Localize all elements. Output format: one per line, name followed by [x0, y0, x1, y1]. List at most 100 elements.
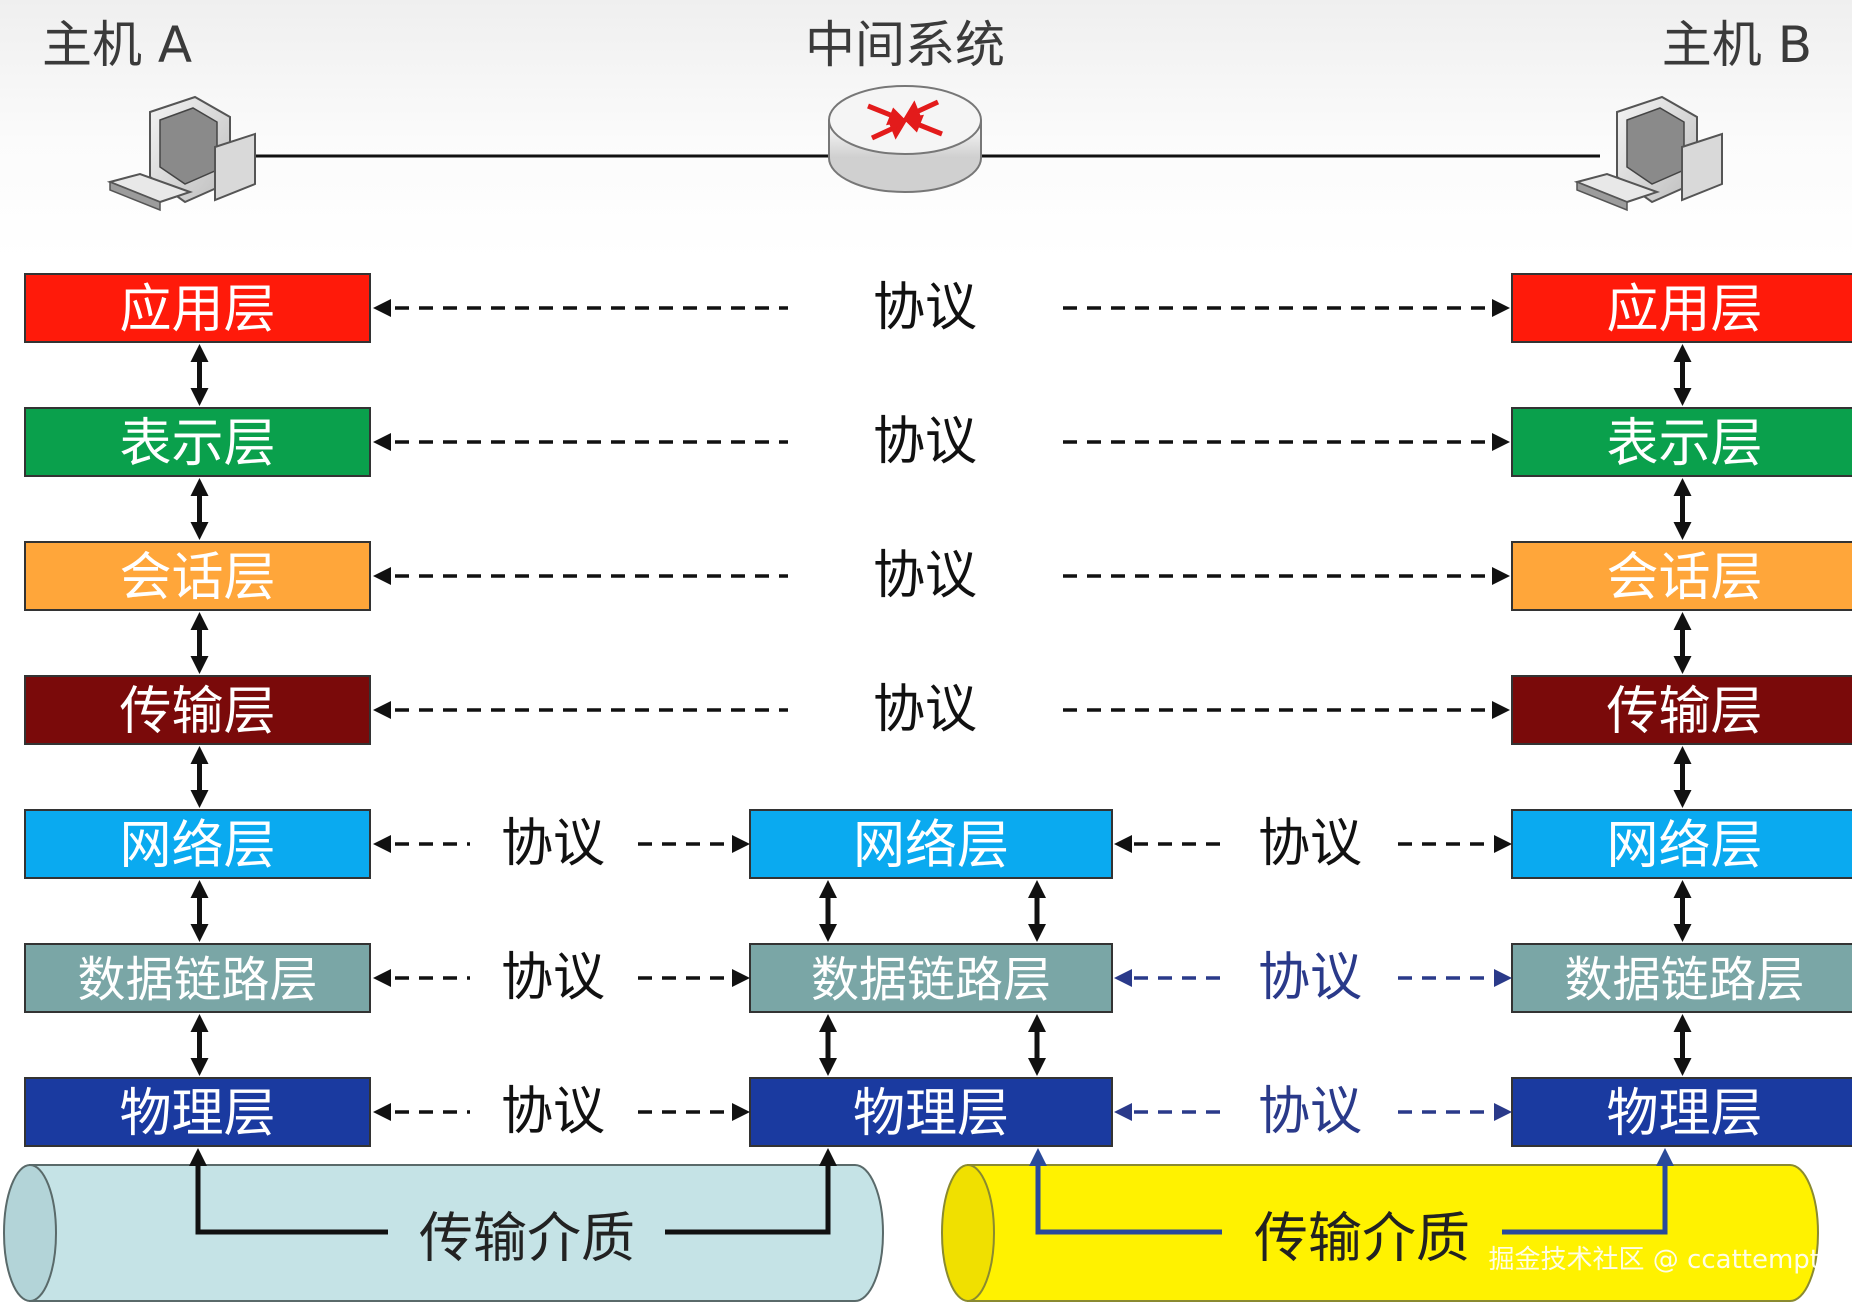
host-a-stack-arrow-0-head-down [190, 388, 209, 406]
medium-left-arrow-b [819, 1148, 837, 1166]
middle-layer-network-label: 网络层 [853, 816, 1009, 876]
host-b-stack-arrow-2-head-up [1673, 612, 1692, 630]
hop2-arrow-right-6 [1494, 1103, 1512, 1121]
host-a-stack-arrow-3-head-down [190, 790, 209, 808]
host-b-layer-session-label: 会话层 [1606, 548, 1762, 608]
protocol-arrow-left-1 [373, 433, 391, 451]
protocol-arrow-right-0 [1492, 299, 1510, 317]
host-a-stack-arrow-3-head-up [190, 746, 209, 764]
hop1-arrow-right-6 [732, 1103, 750, 1121]
host-a-layer-session [24, 541, 371, 611]
middle-layer-datalink-label: 数据链路层 [811, 952, 1051, 1008]
host-a-layer-transport [24, 675, 371, 745]
host-a-title: 主机 A [42, 16, 192, 74]
host-b-layer-physical [1511, 1077, 1852, 1147]
host-b-layer-datalink-label: 数据链路层 [1564, 952, 1804, 1008]
middle-layer-network [749, 809, 1113, 879]
hop1-arrow-left-4 [373, 835, 391, 853]
middle-stack-arrow-left-5-head-down [819, 1058, 837, 1076]
host-b-stack-arrow-0-head-up [1673, 344, 1692, 362]
medium-left-label: 传输介质 [419, 1207, 635, 1270]
host-a-layer-application-label: 应用层 [119, 280, 275, 340]
host-b-stack-arrow-5-head-down [1673, 1058, 1692, 1076]
host-b-stack-arrow-4-head-up [1673, 880, 1692, 898]
medium-left-wire-a [195, 1162, 388, 1235]
host-a-stack-arrow-5-head-up [190, 1014, 209, 1032]
hop1-label-6: 协议 [501, 1082, 605, 1142]
host-a-layer-network-label: 网络层 [119, 816, 275, 876]
router-icon [828, 85, 982, 193]
host-b-layer-datalink [1511, 943, 1852, 1013]
medium-left-end [3, 1164, 57, 1302]
hop2-arrow-left-5 [1114, 969, 1132, 987]
host-a-layer-transport-label: 传输层 [119, 682, 275, 742]
middle-stack-arrow-right-4-head-down [1028, 924, 1046, 942]
host-b-stack-arrow-5-head-up [1673, 1014, 1692, 1032]
hop1-arrow-right-5 [732, 969, 750, 987]
host-b-layer-application [1511, 273, 1852, 343]
host-b-layer-transport [1511, 675, 1852, 745]
medium-right-arrow-b [1656, 1148, 1674, 1166]
host-b-layer-presentation-label: 表示层 [1606, 414, 1762, 474]
medium-right-wire-b [1502, 1162, 1668, 1235]
host-a-layer-application [24, 273, 371, 343]
medium-right-wire-a [1035, 1162, 1222, 1235]
hop2-label-5: 协议 [1258, 948, 1362, 1008]
middle-stack-arrow-right-5-head-down [1028, 1058, 1046, 1076]
hop1-arrow-right-4 [732, 835, 750, 853]
host-b-layer-session [1511, 541, 1852, 611]
middle-stack-arrow-left-5-head-up [819, 1014, 837, 1032]
host-b-layer-physical-label: 物理层 [1606, 1084, 1762, 1144]
host-b-title: 主机 B [1662, 16, 1812, 74]
middle-stack-arrow-right-5-head-up [1028, 1014, 1046, 1032]
host-b-stack-arrow-4-head-down [1673, 924, 1692, 942]
protocol-arrow-right-3 [1492, 701, 1510, 719]
middle-system-title: 中间系统 [805, 16, 1005, 74]
protocol-arrow-right-2 [1492, 567, 1510, 585]
middle-stack-arrow-left-4-head-up [819, 880, 837, 898]
hop2-label-4: 协议 [1258, 814, 1362, 874]
protocol-arrow-right-1 [1492, 433, 1510, 451]
host-b-stack-arrow-1-head-down [1673, 522, 1692, 540]
host-a-stack-arrow-5-head-down [190, 1058, 209, 1076]
host-a-layer-physical-label: 物理层 [119, 1084, 275, 1144]
host-a-computer-icon [106, 95, 256, 212]
host-b-stack-arrow-3-head-down [1673, 790, 1692, 808]
host-b-stack-arrow-1-head-up [1673, 478, 1692, 496]
hop2-arrow-left-6 [1114, 1103, 1132, 1121]
host-a-layer-session-label: 会话层 [119, 548, 275, 608]
hop1-arrow-left-6 [373, 1103, 391, 1121]
hop2-label-6: 协议 [1258, 1082, 1362, 1142]
medium-right-end [941, 1164, 995, 1302]
host-a-layer-presentation [24, 407, 371, 477]
hop1-label-5: 协议 [501, 948, 605, 1008]
host-a-stack-arrow-4-head-up [190, 880, 209, 898]
middle-layer-physical-label: 物理层 [853, 1084, 1009, 1144]
hop2-arrow-right-4 [1494, 835, 1512, 853]
transmission-medium-left [3, 1164, 884, 1302]
medium-left-body [29, 1164, 884, 1302]
host-b-stack-arrow-0-head-down [1673, 388, 1692, 406]
protocol-label-2: 协议 [873, 546, 977, 606]
medium-right-label: 传输介质 [1254, 1207, 1470, 1270]
host-a-stack-arrow-4-head-down [190, 924, 209, 942]
medium-right-arrow-a [1029, 1148, 1047, 1166]
host-a-stack-arrow-2-head-up [190, 612, 209, 630]
medium-right-body [967, 1164, 1819, 1302]
host-a-stack-arrow-2-head-down [190, 656, 209, 674]
host-a-stack-arrow-1-head-down [190, 522, 209, 540]
host-a-stack-arrow-1-head-up [190, 478, 209, 496]
host-a-layer-network [24, 809, 371, 879]
protocol-arrow-left-0 [373, 299, 391, 317]
host-b-stack-arrow-2-head-down [1673, 656, 1692, 674]
hop2-arrow-right-5 [1494, 969, 1512, 987]
host-b-computer-icon [1573, 95, 1723, 212]
host-a-layer-presentation-label: 表示层 [119, 414, 275, 474]
medium-left-arrow-a [189, 1148, 207, 1166]
diagram-dynamic-content: 应用层应用层表示层表示层会话层会话层传输层传输层网络层网络层网络层数据链路层数据… [24, 273, 1852, 1270]
protocol-arrow-left-2 [373, 567, 391, 585]
host-b-stack-arrow-3-head-up [1673, 746, 1692, 764]
protocol-label-3: 协议 [873, 680, 977, 740]
